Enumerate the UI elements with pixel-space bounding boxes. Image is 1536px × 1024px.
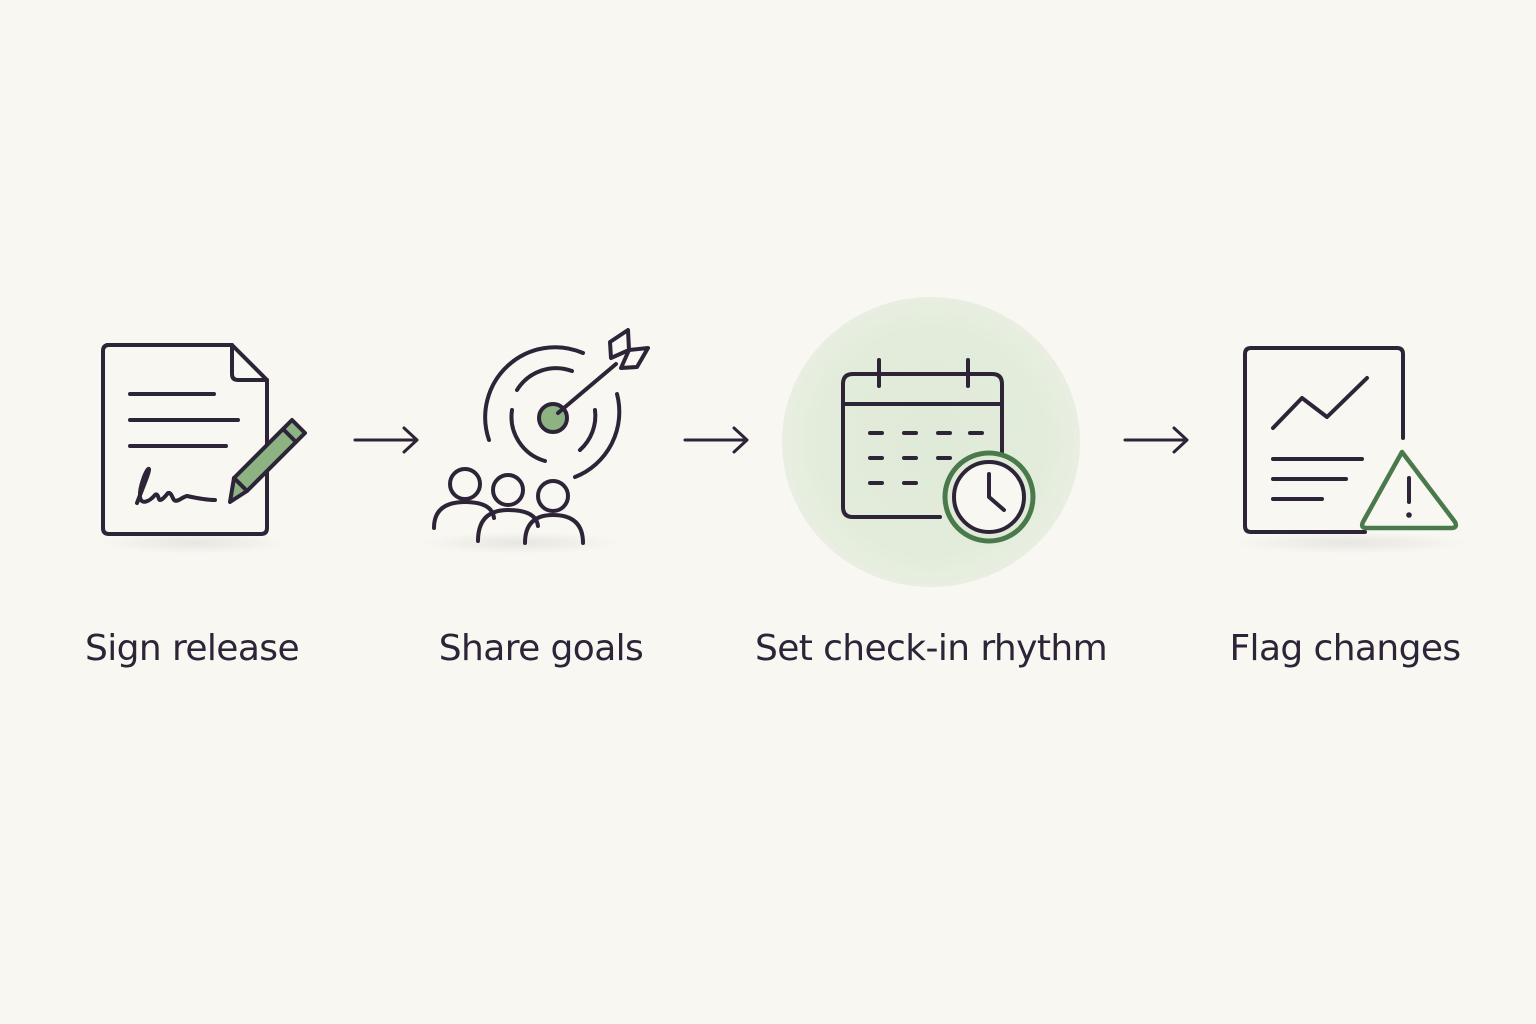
icon-shadow xyxy=(420,532,620,554)
arrow-right-icon xyxy=(1123,426,1189,454)
step-label-flag-changes: Flag changes xyxy=(1229,628,1461,669)
step-label-set-check-in-rhythm: Set check-in rhythm xyxy=(754,628,1108,669)
arrow-right-icon xyxy=(353,426,419,454)
icon-shadow xyxy=(1230,532,1470,554)
calendar-clock-icon xyxy=(841,358,1036,544)
target-team-icon xyxy=(432,328,650,545)
step-label-sign-release: Sign release xyxy=(84,628,300,669)
arrow-right-icon xyxy=(683,426,749,454)
chart-warning-icon xyxy=(1243,346,1459,534)
highlight-halo xyxy=(782,297,1080,587)
icon-shadow xyxy=(100,532,290,554)
step-label-share-goals: Share goals xyxy=(438,628,644,669)
document-signature-icon xyxy=(101,343,307,536)
